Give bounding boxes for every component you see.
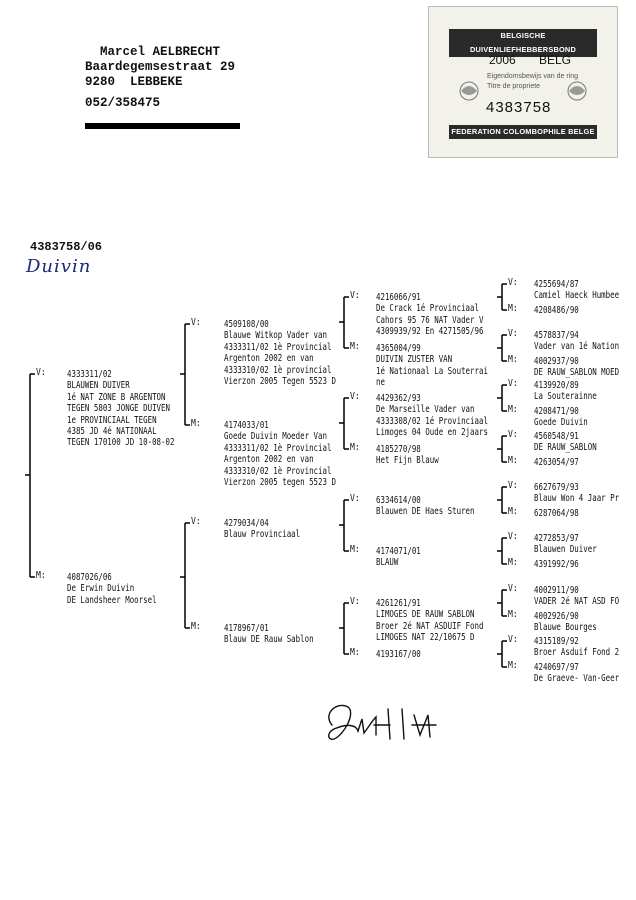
label-mother: M: <box>508 609 518 620</box>
stamp-ring-number: 4383758 <box>486 99 552 116</box>
label-mother: M: <box>508 354 518 365</box>
ancestor-entry: 4139920/89 La Souterainne <box>534 380 597 403</box>
ancestor-entry: 4315189/92 Broer Asduif Fond 2 <box>534 636 620 659</box>
label-father: V: <box>191 516 201 527</box>
stamp-bottom-band: FEDERATION COLOMBOPHILE BELGE <box>449 125 597 139</box>
label-father: V: <box>508 634 518 645</box>
ancestor-entry: 4208486/90 <box>534 305 579 316</box>
great-grandparent-entry: 4193167/00 <box>376 649 421 660</box>
ancestor-entry: 4002926/90 Blauwe Bourges <box>534 611 597 634</box>
ancestor-entry: 4002911/90 VADER 2é NAT ASD FO <box>534 585 620 608</box>
owner-name: Marcel AELBRECHT <box>100 45 221 59</box>
label-father: V: <box>36 367 46 378</box>
label-father: V: <box>508 378 518 389</box>
ancestor-entry: 6627679/93 Blauw Won 4 Jaar Pr <box>534 482 620 505</box>
pigeon-ring-number: 4383758/06 <box>30 240 103 254</box>
ancestor-entry: 6287064/98 <box>534 508 579 519</box>
label-mother: M: <box>508 660 518 671</box>
stamp-year: 2006 <box>489 53 516 67</box>
label-mother: M: <box>350 341 360 352</box>
ancestor-entry: 4391992/96 <box>534 559 579 570</box>
label-mother: M: <box>191 418 201 429</box>
subject-mother-entry: 4087026/06 De Erwin Duivin DE Landsheer … <box>67 572 157 606</box>
great-grandparent-entry: 4174071/01 BLAUW <box>376 546 421 569</box>
label-mother: M: <box>508 303 518 314</box>
label-mother: M: <box>508 404 518 415</box>
owner-street: Baardegemsestraat 29 <box>85 60 236 74</box>
handwritten-sex: Duivin <box>26 256 92 277</box>
label-father: V: <box>350 596 360 607</box>
ancestor-entry: 4240697/97 De Graeve- Van-Geer <box>534 662 620 685</box>
grandfather-paternal-entry: 4509108/00 Blauwe Witkop Vader van 43333… <box>224 319 336 388</box>
label-father: V: <box>508 531 518 542</box>
label-father: V: <box>350 290 360 301</box>
grandmother-maternal-entry: 4178967/01 Blauw DE Rauw Sablon <box>224 623 314 646</box>
stamp-country: BELG <box>539 53 572 67</box>
label-father: V: <box>350 391 360 402</box>
ancestor-entry: 4578837/94 Vader van 1é Nation <box>534 330 620 353</box>
grandmother-paternal-entry: 4174033/01 Goede Duivin Moeder Van 43333… <box>224 420 336 489</box>
grandfather-maternal-entry: 4279034/04 Blauw Provinciaal <box>224 518 301 541</box>
great-grandparent-entry: 4365004/99 DUIVIN ZUSTER VAN 1é Nationaa… <box>376 343 488 389</box>
label-father: V: <box>508 328 518 339</box>
label-father: V: <box>508 480 518 491</box>
great-grandparent-entry: 4429362/93 De Marseille Vader van 433330… <box>376 393 488 439</box>
signature-icon <box>328 704 437 741</box>
label-father: V: <box>508 429 518 440</box>
subject-father-entry: 4333311/02 BLAUWEN DUIVER 1é NAT ZONE B … <box>67 369 175 449</box>
great-grandparent-entry: 6334614/00 Blauwen DE Haes Sturen <box>376 495 475 518</box>
stamp-decoration-icon <box>459 81 587 101</box>
label-father: V: <box>508 583 518 594</box>
label-father: V: <box>191 317 201 328</box>
header-divider <box>85 123 240 129</box>
great-grandparent-entry: 4261261/91 LIMOGES DE RAUW SABLON Broer … <box>376 598 484 644</box>
stamp-owner-line-1: Eigendomsbewijs van de ring <box>487 73 579 80</box>
owner-city: 9280 LEBBEKE <box>85 75 183 89</box>
ancestor-entry: 4208471/90 Goede Duivin <box>534 406 588 429</box>
ancestor-entry: 4002937/90 DE RAUW_SABLON MOED <box>534 356 620 379</box>
label-mother: M: <box>350 647 360 658</box>
ring-ownership-stamp: BELGISCHE DUIVENLIEFHEBBERSBOND 2006 BEL… <box>428 6 618 158</box>
label-father: V: <box>508 277 518 288</box>
owner-phone: 052/358475 <box>85 96 161 110</box>
great-grandparent-entry: 4216066/91 De Crack 1é Provinciaal Cahor… <box>376 292 484 338</box>
label-father: V: <box>350 493 360 504</box>
ancestor-entry: 4272853/97 Blauwen Duiver <box>534 533 597 556</box>
label-mother: M: <box>508 455 518 466</box>
great-grandparent-entry: 4185270/98 Het Fijn Blauw <box>376 444 439 467</box>
ancestor-entry: 4255694/87 Camiel Haeck Humbee <box>534 279 620 302</box>
ancestor-entry: 4263054/97 <box>534 457 579 468</box>
stamp-owner-line-2: Titre de propriete <box>487 83 541 90</box>
label-mother: M: <box>36 570 46 581</box>
label-mother: M: <box>350 442 360 453</box>
label-mother: M: <box>508 506 518 517</box>
ancestor-entry: 4560548/91 DE RAUW_SABLON <box>534 431 597 454</box>
stamp-top-band: BELGISCHE DUIVENLIEFHEBBERSBOND <box>449 29 597 57</box>
label-mother: M: <box>191 621 201 632</box>
label-mother: M: <box>508 557 518 568</box>
label-mother: M: <box>350 544 360 555</box>
